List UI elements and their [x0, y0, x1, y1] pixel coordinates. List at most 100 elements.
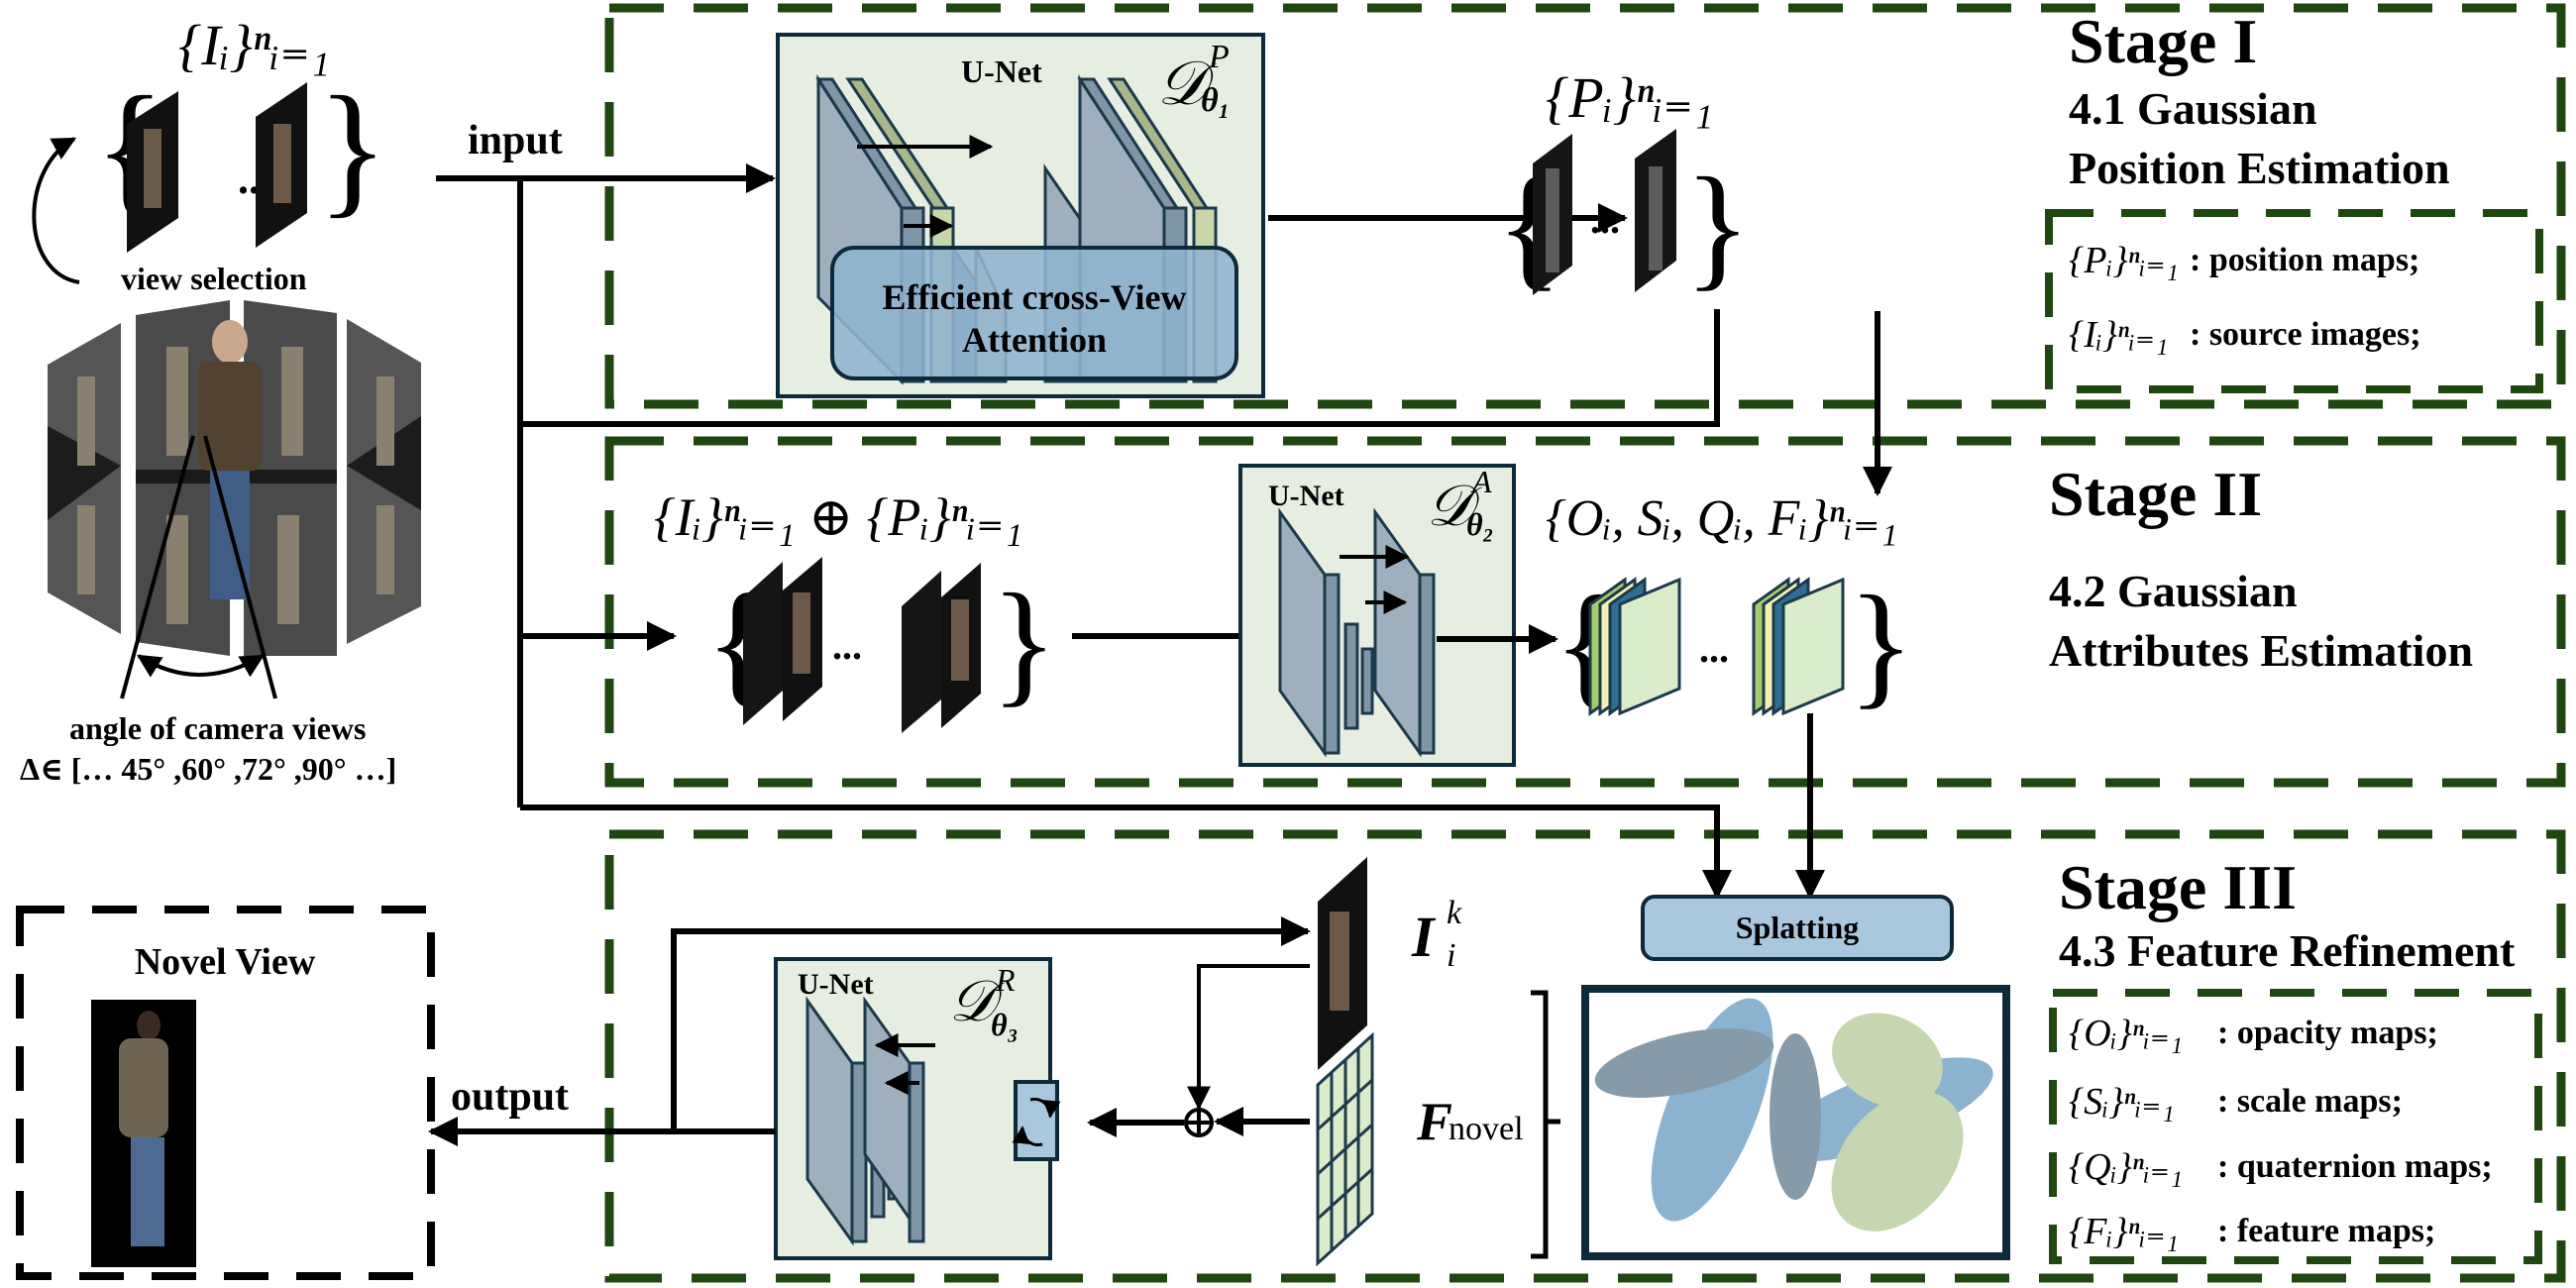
angle-caption: angle of camera views	[69, 710, 366, 746]
person-head	[137, 1011, 161, 1040]
position-image-stack	[743, 562, 783, 725]
position-maps-feedback-wire	[520, 309, 1720, 427]
source-images-group: {Iᵢ}ⁿᵢ₌₁ { ... } view selection	[32, 13, 388, 296]
person-legs	[131, 1137, 164, 1246]
stage1-legend-desc: : source images;	[2190, 316, 2421, 353]
attribute-map-stack	[1588, 577, 1681, 716]
output-label: output	[451, 1074, 569, 1120]
concat-images-group: { ... }	[705, 557, 1057, 733]
person-figure	[166, 347, 188, 456]
stage3-unet: U-Net 𝒟 R θ₃	[774, 957, 1061, 1260]
grid-line	[1316, 1167, 1374, 1221]
stage2-subtitle-line1: 4.2 Gaussian	[2049, 566, 2298, 616]
position-ellipsis: ...	[1590, 197, 1620, 242]
novel-view-title: Novel View	[135, 941, 316, 983]
stage3-border	[604, 829, 2566, 1283]
person-figure	[166, 515, 188, 624]
right-brace: }	[991, 566, 1057, 719]
novel-feature-sub: novel	[1449, 1111, 1524, 1147]
refresh-icon	[1029, 1098, 1061, 1119]
rendered-image-label: I	[1411, 905, 1437, 969]
right-brace: }	[1684, 150, 1751, 303]
angle-line	[120, 435, 195, 699]
unet-label: U-Net	[961, 54, 1042, 89]
stage2-subtitle-line2: Attributes Estimation	[2049, 625, 2473, 676]
attribute-map-stack	[1752, 577, 1845, 716]
silhouette	[1546, 168, 1559, 272]
unet-label: U-Net	[798, 968, 874, 1001]
attribute-maps-group: { ... }	[1554, 568, 1914, 721]
network-sup: P	[1208, 39, 1230, 75]
camera-shadow	[48, 426, 121, 520]
stage1-title: Stage I	[2069, 6, 2257, 76]
stage1-legend-box	[2045, 209, 2543, 393]
stage2-input-label: {Iᵢ}ⁿᵢ₌₁ ⊕ {Pᵢ}ⁿᵢ₌₁	[654, 487, 1022, 547]
stage1-legend-desc: : position maps;	[2190, 242, 2419, 278]
rendered-image-sub: i	[1447, 937, 1455, 974]
encoder-slab	[1360, 647, 1374, 715]
stage3-legend-desc: : opacity maps;	[2217, 1015, 2438, 1051]
rendered-image-sup: k	[1447, 895, 1462, 931]
input-label: input	[468, 118, 563, 163]
gaussian-splat-canvas	[1581, 985, 2010, 1260]
stage3-legend-symbol: {Qᵢ}ⁿᵢ₌₁	[2069, 1146, 2183, 1188]
decoder-slab	[908, 1061, 925, 1243]
position-set-label: {Pᵢ}ⁿᵢ₌₁	[1546, 65, 1713, 130]
stage1-subtitle-line2: Position Estimation	[2069, 143, 2450, 193]
person-figure	[77, 376, 95, 466]
grid-line	[1316, 1123, 1374, 1176]
person-figure	[793, 592, 810, 674]
source-to-splatting-wire	[520, 805, 1732, 900]
person-figure	[77, 505, 95, 594]
network-sub: θ₃	[991, 1007, 1019, 1042]
person-figure	[281, 347, 303, 456]
stage1-legend-symbol: {Iᵢ}ⁿᵢ₌₁	[2069, 314, 2168, 356]
stage3-title: Stage III	[2059, 852, 2297, 922]
image-to-combine-wire	[1187, 964, 1310, 1111]
stage2-title: Stage II	[2049, 459, 2262, 529]
angle-arc	[136, 654, 266, 678]
concat-ellipsis: ...	[832, 623, 862, 668]
angle-values: Δ∈ [… 45° ,60° ,72° ,90° …]	[20, 751, 396, 787]
stage1-border	[604, 3, 2566, 409]
refine-to-render-wire	[671, 916, 1311, 1131]
stage3-legend-desc: : scale maps;	[2217, 1083, 2403, 1120]
gaussian-ellipse	[1832, 1013, 1943, 1108]
stage3-legend-symbol: {Sᵢ}ⁿᵢ₌₁	[2069, 1081, 2175, 1123]
stage3-legend-desc: : quaternion maps;	[2217, 1148, 2493, 1185]
novel-view-box	[16, 906, 435, 1280]
person-figure	[951, 599, 969, 681]
stage1-unet: U-Net 𝒟 P θ₁ Efficient cross-View Attent…	[776, 33, 1265, 398]
refresh-icon	[1012, 1126, 1043, 1146]
stage2-unet: U-Net 𝒟 A θ₂	[1238, 464, 1516, 767]
attribute-map	[1781, 577, 1845, 716]
person-figure	[144, 129, 161, 208]
network-sup: R	[995, 962, 1016, 998]
network-sup: A	[1470, 464, 1492, 499]
splatting-block	[1641, 895, 1954, 961]
novel-feature-label: F	[1416, 1092, 1452, 1151]
network-sub: θ₁	[1201, 82, 1231, 119]
rendered-output-brace	[1531, 990, 1560, 1259]
camera-ring-graphic: angle of camera views Δ∈ [… 45° ,60° ,72…	[20, 300, 421, 787]
novel-feature-grid	[1316, 1031, 1374, 1267]
person-figure	[277, 515, 299, 624]
attribute-map	[1618, 577, 1681, 716]
position-maps-group: {Pᵢ}ⁿᵢ₌₁ { ... }	[1496, 65, 1751, 303]
encoder-slab	[1343, 622, 1359, 730]
attention-line2: Attention	[962, 320, 1107, 360]
gaussian-ellipse	[1770, 1033, 1821, 1200]
stage3-subtitle: 4.3 Feature Refinement	[2059, 925, 2516, 976]
decoder-slab	[1418, 573, 1436, 755]
person-figure	[1330, 912, 1349, 1011]
encoder-slab	[1323, 573, 1341, 755]
refinement-block	[1014, 1080, 1059, 1161]
cross-view-attention-block	[830, 246, 1238, 380]
stage2-border	[604, 436, 2566, 788]
person-figure	[273, 124, 291, 203]
person-head	[212, 320, 248, 364]
gaussian-ellipse	[1831, 1091, 1964, 1232]
gaussian-attributes-label: {Oᵢ, Sᵢ, Qᵢ, Fᵢ}ⁿᵢ₌₁	[1546, 490, 1898, 547]
view-selection-label: view selection	[121, 261, 307, 296]
